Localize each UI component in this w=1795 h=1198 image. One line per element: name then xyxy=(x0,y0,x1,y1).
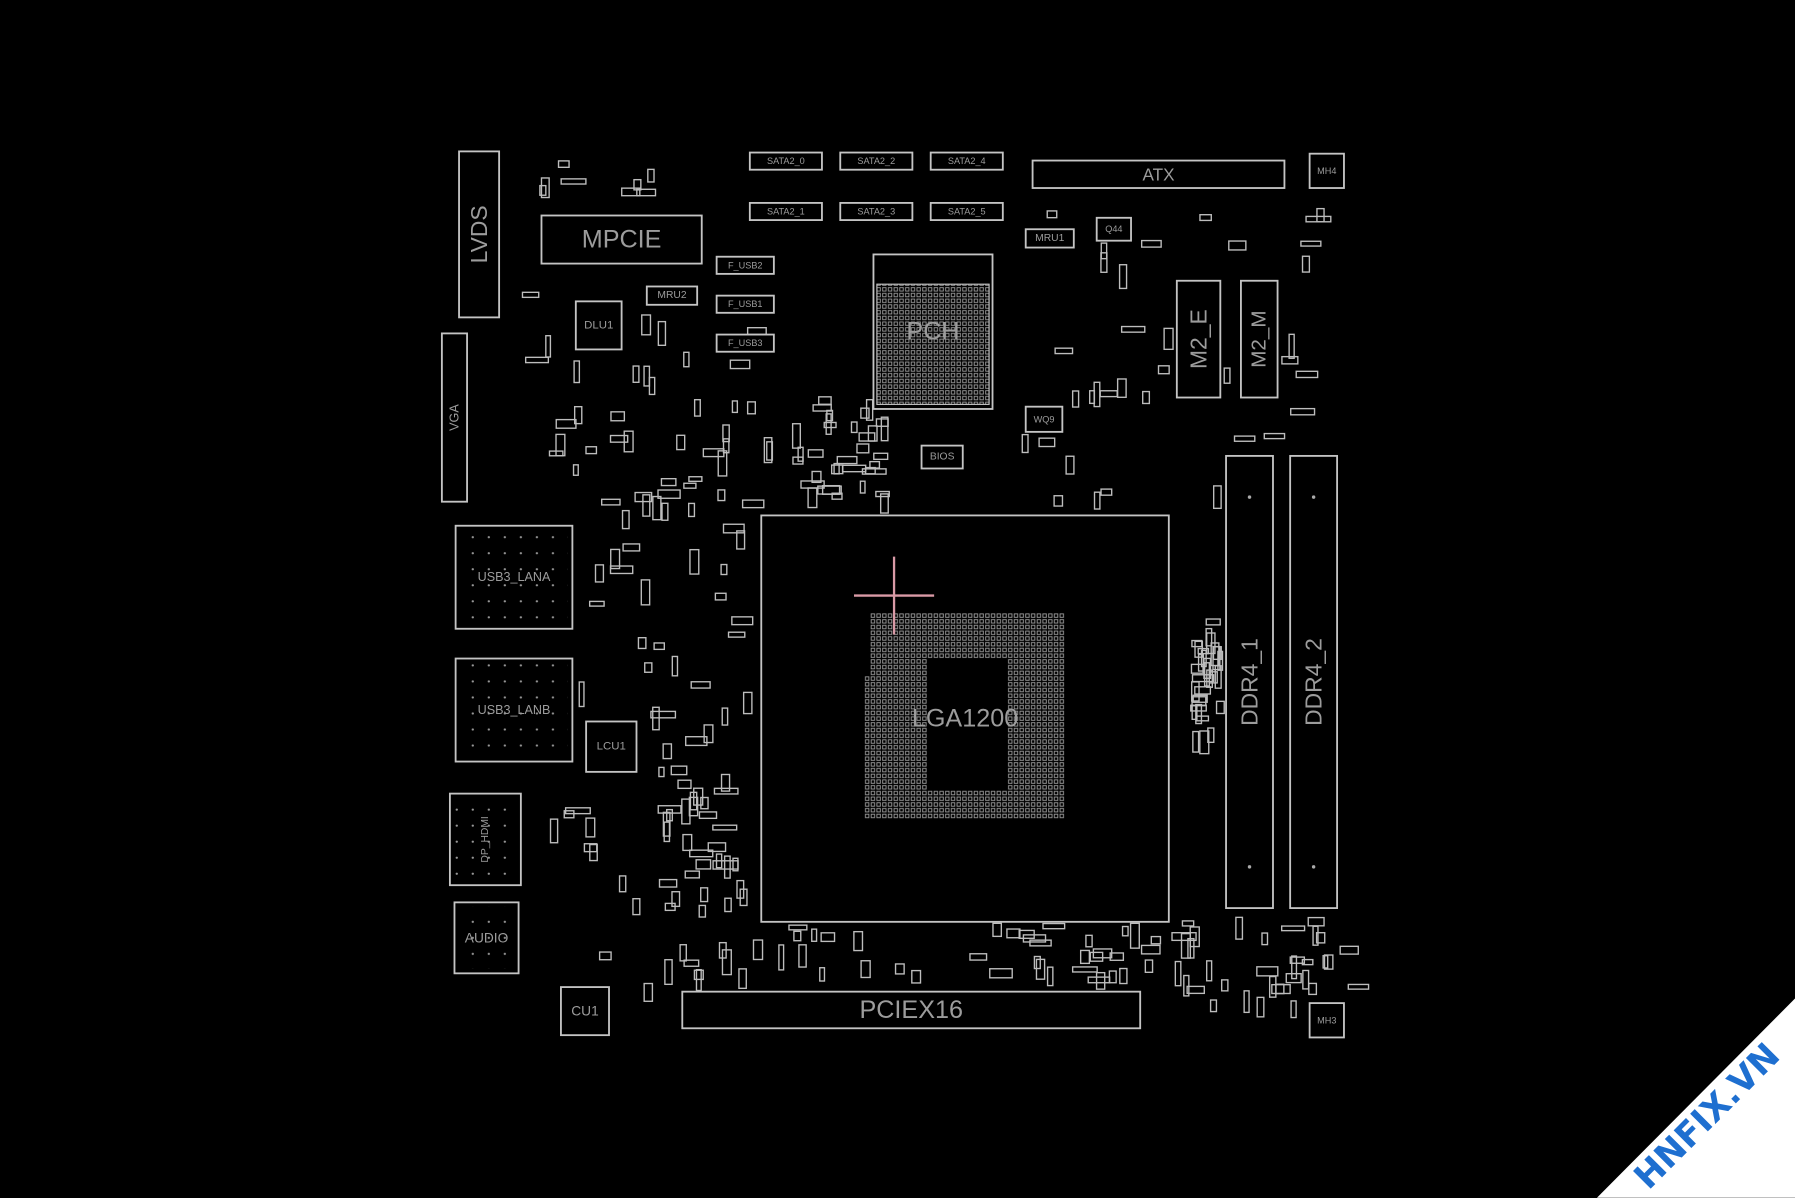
component-label: USB3_LANB xyxy=(478,703,551,717)
component-label: MRU2 xyxy=(657,290,686,301)
component-label: CU1 xyxy=(571,1004,598,1019)
component-mpcie[interactable]: MPCIE xyxy=(540,214,703,265)
component-lcu1[interactable]: LCU1 xyxy=(585,720,638,773)
component-q44[interactable]: Q44 xyxy=(1095,216,1132,242)
component-label: ATX xyxy=(1142,164,1175,184)
component-label: MH3 xyxy=(1317,1015,1336,1025)
component-label: F_USB3 xyxy=(728,338,763,348)
component-label: BIOS xyxy=(930,452,955,463)
component-label: AUDIO xyxy=(465,930,509,945)
component-pch[interactable]: PCH xyxy=(872,253,994,410)
component-label: M2_M xyxy=(1248,311,1271,368)
component-pciex16[interactable]: PCIEX16 xyxy=(681,990,1142,1030)
component-label: DLU1 xyxy=(584,319,613,331)
component-lvds[interactable]: LVDS xyxy=(458,150,501,319)
component-f-usb1[interactable]: F_USB1 xyxy=(715,294,775,314)
component-dp-hdmi[interactable]: DP_HDMI xyxy=(448,792,522,887)
component-label: VGA xyxy=(447,404,461,431)
component-label: LGA1200 xyxy=(912,705,1018,733)
component-audio[interactable]: AUDIO xyxy=(453,901,520,975)
component-atx[interactable]: ATX xyxy=(1031,159,1286,189)
component-mh3[interactable]: MH3 xyxy=(1308,1002,1345,1039)
component-label: PCIEX16 xyxy=(859,996,963,1024)
component-vga[interactable]: VGA xyxy=(440,332,468,503)
component-label: SATA2_4 xyxy=(948,156,986,166)
component-label: WQ9 xyxy=(1034,414,1055,424)
component-label: MPCIE xyxy=(582,226,662,254)
component-label: SATA2_5 xyxy=(948,206,986,216)
component-layer: LVDS VGA MPCIE ATX MH4 SATA2_0 SATA2_2 SATA2_4S… xyxy=(440,150,1345,1039)
component-label: M2_E xyxy=(1186,309,1212,369)
component-label: LCU1 xyxy=(597,741,626,753)
component-f-usb2[interactable]: F_USB2 xyxy=(715,255,775,275)
component-label: PCH xyxy=(906,318,959,346)
component-label: F_USB1 xyxy=(728,299,763,309)
component-label: Q44 xyxy=(1105,224,1122,234)
component-label: DDR4_1 xyxy=(1237,638,1263,726)
component-ddr4-1[interactable]: DDR4_1 xyxy=(1225,454,1274,910)
component-cu1[interactable]: CU1 xyxy=(560,986,610,1037)
component-label: DDR4_2 xyxy=(1301,638,1327,726)
component-m2-e[interactable]: M2_E xyxy=(1175,279,1222,399)
component-mru2[interactable]: MRU2 xyxy=(645,285,699,306)
small-components xyxy=(521,160,1370,1019)
component-label: LVDS xyxy=(466,205,492,263)
watermark-logo: HNFIX.VN xyxy=(1596,998,1795,1198)
component-sata2-0[interactable]: SATA2_0 xyxy=(748,151,823,171)
component-sata2-3[interactable]: SATA2_3 xyxy=(839,201,914,221)
component-label: MRU1 xyxy=(1035,233,1064,244)
component-dlu1[interactable]: DLU1 xyxy=(574,300,623,351)
component-ddr4-2[interactable]: DDR4_2 xyxy=(1289,454,1339,910)
component-label: DP_HDMI xyxy=(480,816,491,862)
crosshair-cursor xyxy=(853,556,935,635)
component-usb3-lanb[interactable]: USB3_LANB xyxy=(454,657,574,763)
component-label: SATA2_2 xyxy=(857,156,895,166)
component-lga1200[interactable]: LGA1200 xyxy=(760,514,1170,923)
component-sata2-4[interactable]: SATA2_4 xyxy=(929,151,1004,171)
component-wq9[interactable]: WQ9 xyxy=(1024,405,1064,433)
component-usb3-lana[interactable]: USB3_LANA xyxy=(454,524,574,630)
component-f-usb3[interactable]: F_USB3 xyxy=(715,333,775,353)
component-label: SATA2_0 xyxy=(767,156,805,166)
component-mru1[interactable]: MRU1 xyxy=(1024,228,1075,249)
component-sata2-5[interactable]: SATA2_5 xyxy=(929,201,1004,221)
component-label: SATA2_3 xyxy=(857,206,895,216)
component-label: USB3_LANA xyxy=(478,570,551,584)
component-mh4[interactable]: MH4 xyxy=(1308,152,1345,189)
component-m2-m[interactable]: M2_M xyxy=(1240,279,1279,399)
component-label: F_USB2 xyxy=(728,260,763,270)
component-label: SATA2_1 xyxy=(767,206,805,216)
component-sata2-2[interactable]: SATA2_2 xyxy=(839,151,914,171)
component-sata2-1[interactable]: SATA2_1 xyxy=(748,201,823,221)
component-label: MH4 xyxy=(1317,166,1336,176)
component-bios[interactable]: BIOS xyxy=(920,444,964,470)
